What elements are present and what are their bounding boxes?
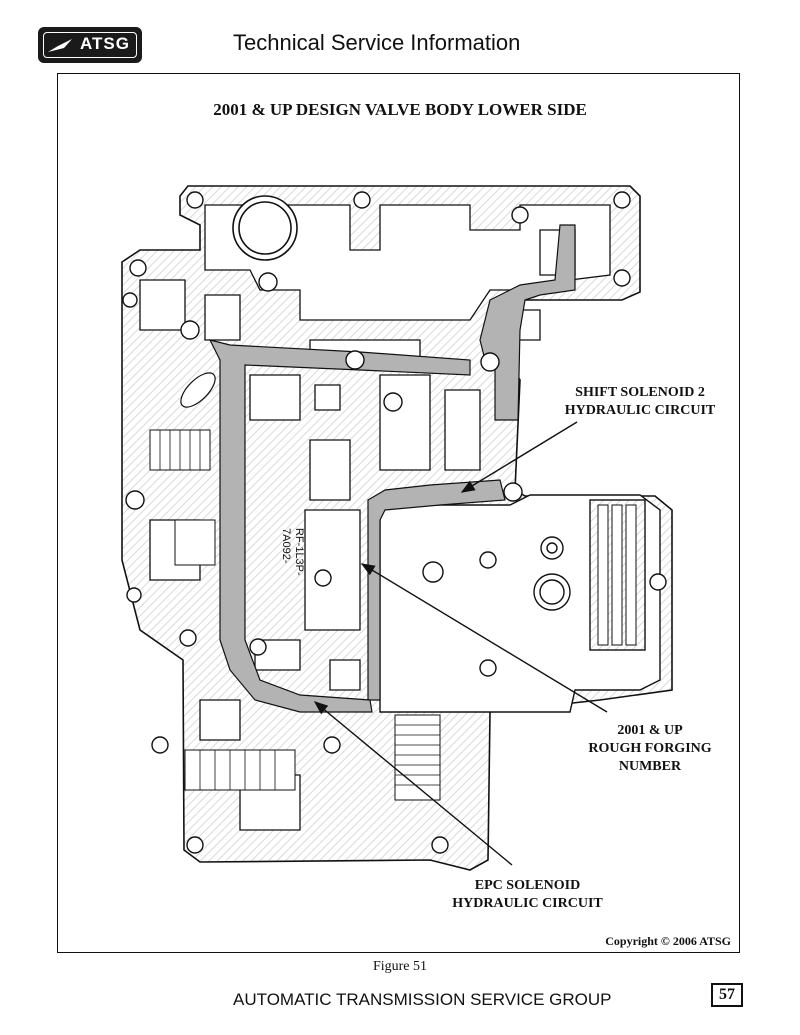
- figure-frame: [57, 73, 740, 953]
- epc-solenoid-circuit: [208, 339, 471, 713]
- callout-line: EPC SOLENOID: [474, 878, 581, 893]
- callout-rough-forging: 2001 & UP ROUGH FORGING NUMBER: [565, 722, 735, 776]
- page-header-title: Technical Service Information: [233, 30, 521, 55]
- atsg-logo: ATSG: [38, 27, 142, 63]
- ford-logo-stamp: [180, 372, 216, 408]
- forging-line-2: 7A092-: [280, 528, 292, 564]
- callout-arrows: [313, 421, 608, 866]
- callout-line: 2001 & UP: [617, 723, 683, 738]
- page-number: 57: [711, 983, 743, 1007]
- callout-line: HYDRAULIC CIRCUIT: [564, 403, 716, 418]
- solenoid-bores: [479, 536, 571, 677]
- rough-forging-number: RF-1L3P- 7A092-: [279, 528, 305, 576]
- shift-solenoid-2-arrow: [460, 421, 578, 493]
- solenoid-rib-lines: [159, 430, 440, 790]
- accumulator-bore: [232, 195, 298, 261]
- epc-solenoid-arrow: [313, 701, 513, 866]
- callout-shift-solenoid-2: SHIFT SOLENOID 2 HYDRAULIC CIRCUIT: [545, 384, 735, 420]
- shift-solenoid-2-circuit: [367, 224, 576, 701]
- callout-epc-solenoid: EPC SOLENOID HYDRAULIC CIRCUIT: [420, 877, 635, 913]
- rough-forging-arrow: [360, 563, 608, 713]
- callout-line: HYDRAULIC CIRCUIT: [452, 896, 603, 911]
- logo-text: ATSG: [80, 34, 130, 53]
- forging-line-1: RF-1L3P-: [293, 528, 305, 576]
- logo-bird-icon: [48, 39, 72, 52]
- callout-line: SHIFT SOLENOID 2: [575, 385, 705, 400]
- figure-caption: Figure 51: [372, 959, 428, 974]
- figure-title: 2001 & UP DESIGN VALVE BODY LOWER SIDE: [213, 100, 587, 119]
- logo-border: [43, 32, 137, 58]
- callout-line: ROUGH FORGING: [588, 741, 712, 756]
- bolt-holes: [122, 191, 667, 854]
- copyright-notice: Copyright © 2006 ATSG: [605, 934, 731, 948]
- footer-text: AUTOMATIC TRANSMISSION SERVICE GROUP: [233, 990, 612, 1009]
- callout-line: NUMBER: [618, 759, 682, 774]
